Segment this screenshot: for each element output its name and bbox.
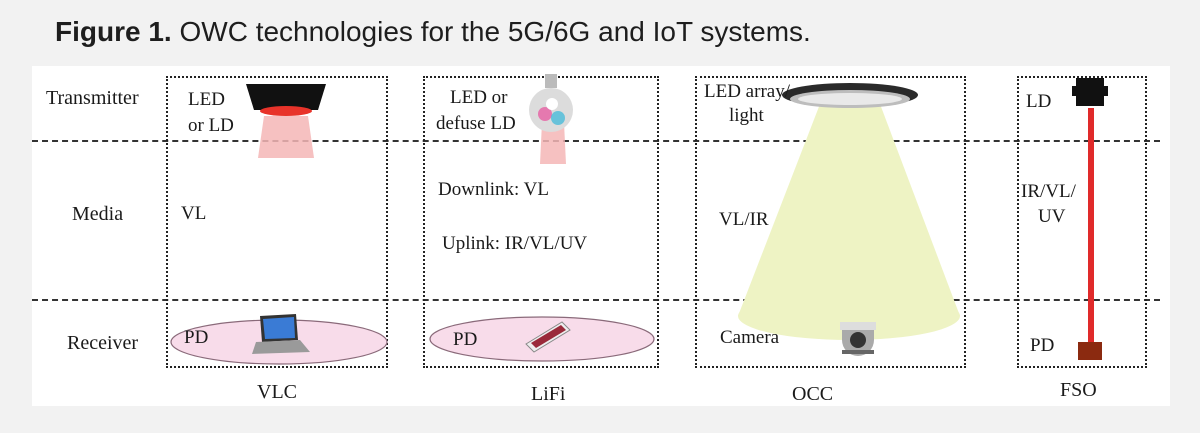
lifi-media-downlink: Downlink: VL <box>438 179 550 200</box>
vlc-tx-line2: or LD <box>188 115 234 136</box>
fso-rx: PD <box>1030 335 1055 356</box>
divider-media-rx <box>32 299 1160 301</box>
occ-led-array <box>782 83 918 108</box>
occ-rx: Camera <box>720 327 780 348</box>
lifi-bulb <box>529 74 573 164</box>
lifi-beam <box>540 122 566 164</box>
vlc-beam <box>258 116 314 158</box>
fso-beam <box>1088 108 1094 348</box>
lifi-rx: PD <box>453 329 478 350</box>
col-label-occ: OCC <box>792 383 834 405</box>
fso-tx: LD <box>1026 91 1052 112</box>
figure-number: Figure 1. <box>55 16 172 47</box>
vlc-led-lamp <box>246 84 326 158</box>
camera-icon <box>840 322 876 356</box>
occ-tx-line1: LED array/ <box>704 81 790 102</box>
fso-media-line2: UV <box>1038 206 1066 227</box>
fso-media-line1: IR/VL/ <box>1021 181 1076 202</box>
occ-tx-line2: light <box>729 105 764 126</box>
smartphone-icon <box>525 321 571 353</box>
vlc-lamp-glow <box>260 106 312 116</box>
vlc-tx-line1: LED <box>188 89 225 110</box>
figure-title: OWC technologies for the 5G/6G and IoT s… <box>171 16 811 47</box>
col-label-fso: FSO <box>1060 379 1097 401</box>
lifi-media-uplink: Uplink: IR/VL/UV <box>442 233 588 254</box>
figure-caption: Figure 1. OWC technologies for the 5G/6G… <box>55 16 811 48</box>
col-label-lifi: LiFi <box>531 383 566 405</box>
row-label-transmitter: Transmitter <box>46 87 139 109</box>
vlc-rx: PD <box>184 327 209 348</box>
occ-light-beam <box>738 104 960 340</box>
vlc-lamp-body <box>246 84 326 110</box>
fso-laser <box>1072 78 1108 360</box>
divider-tx-media <box>32 140 1160 142</box>
lifi-tx-line1: LED or <box>450 87 508 108</box>
laptop-icon <box>252 314 310 354</box>
occ-media: VL/IR <box>719 209 769 230</box>
row-label-media: Media <box>72 203 124 225</box>
vlc-media: VL <box>181 203 207 224</box>
occ-box <box>695 76 966 368</box>
col-label-vlc: VLC <box>257 381 297 403</box>
fso-box <box>1017 76 1147 368</box>
diagram-panel: Transmitter Media Receiver LED or LD VL … <box>32 66 1170 406</box>
row-label-receiver: Receiver <box>67 332 139 354</box>
lifi-tx-line2: defuse LD <box>436 113 516 134</box>
fso-detector <box>1078 342 1102 360</box>
lifi-box <box>423 76 659 368</box>
vlc-box <box>166 76 388 368</box>
